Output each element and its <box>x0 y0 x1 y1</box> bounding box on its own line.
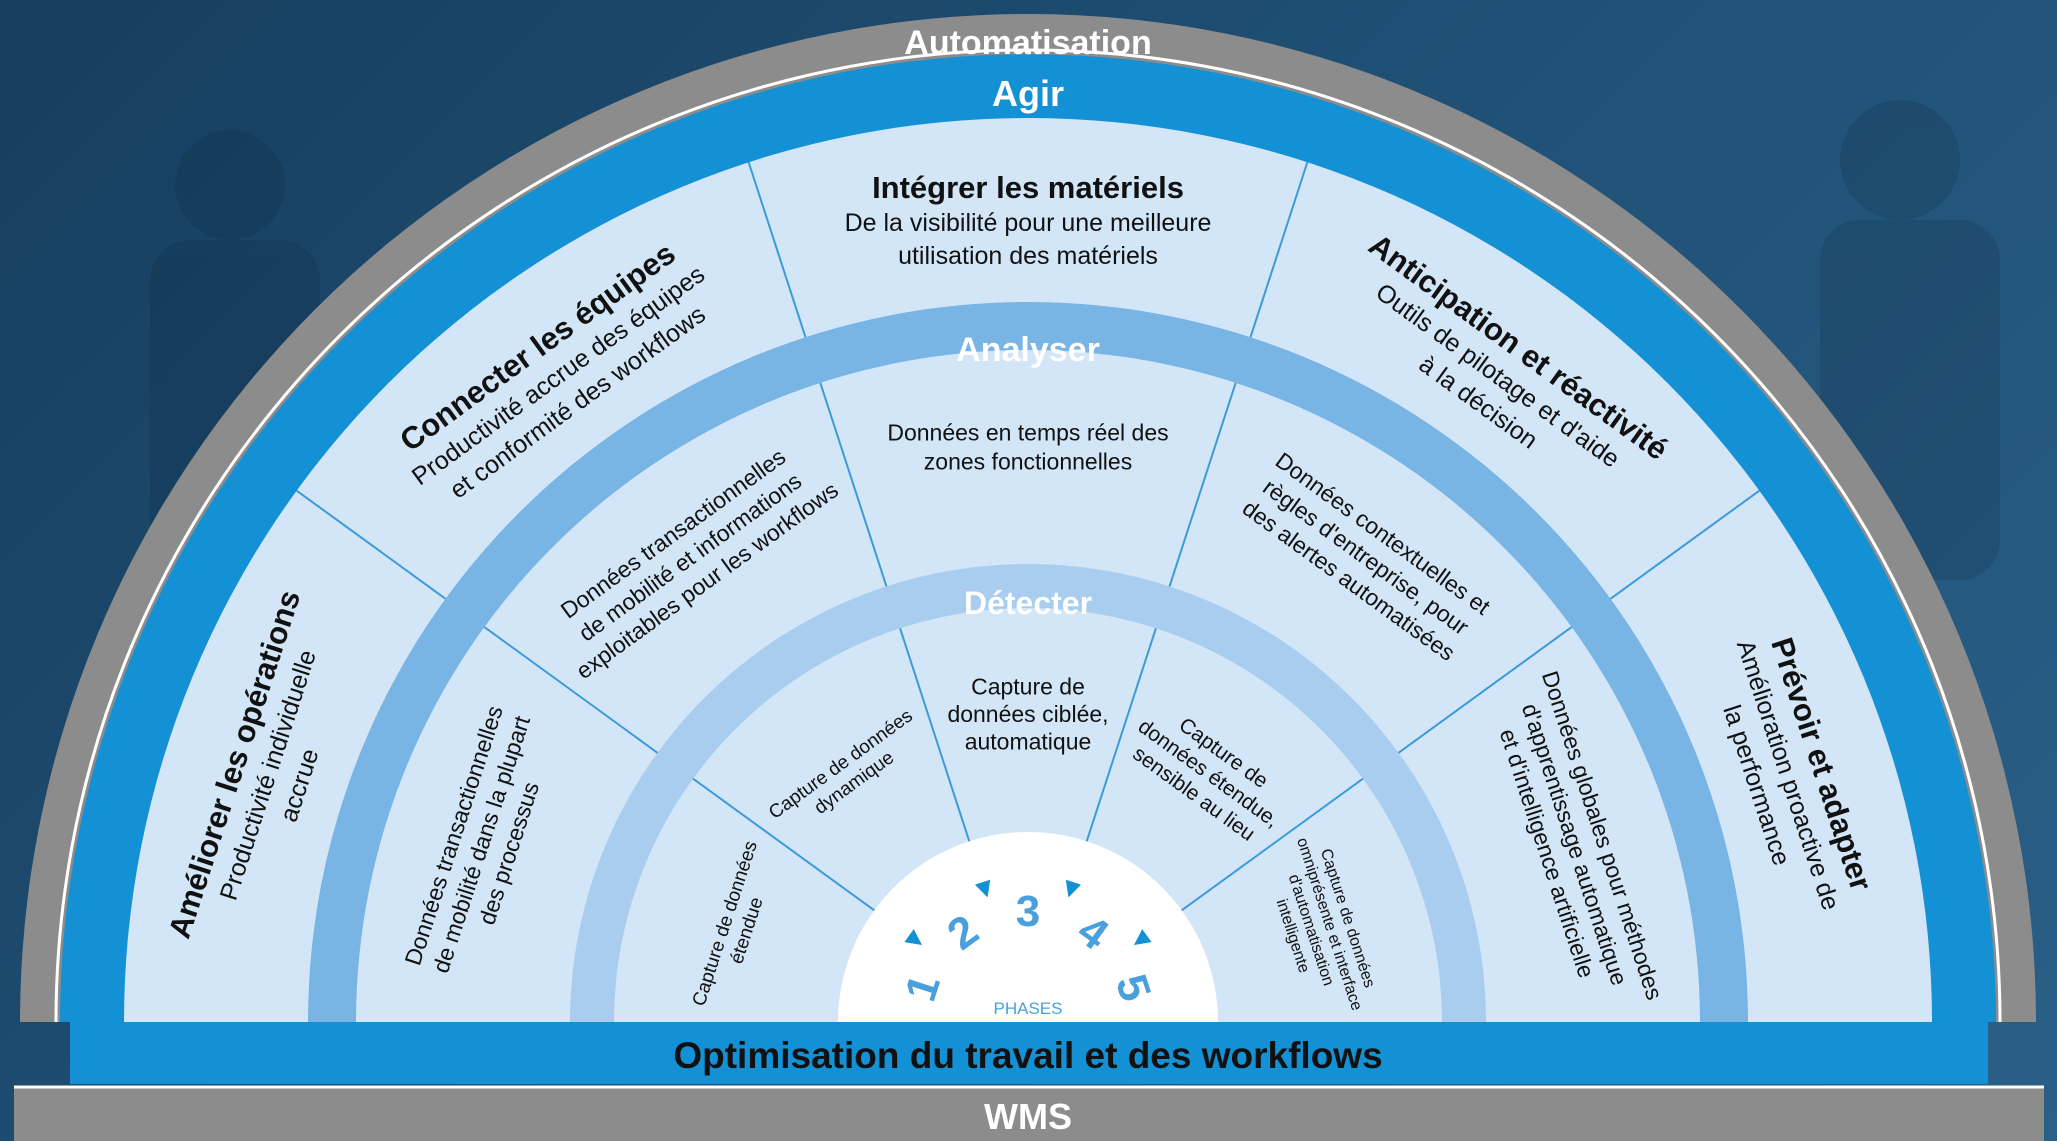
analyser-segment: Données en temps réel des zones fonctionn… <box>887 420 1168 475</box>
panel-detecter <box>614 608 1442 1022</box>
detecter-segment-line: automatique <box>965 729 1092 755</box>
agir-separator <box>296 489 447 600</box>
optimisation-label: Optimisation du travail et des workflows <box>673 1035 1382 1076</box>
ring-label-automatisation: Automatisation <box>904 24 1151 62</box>
phase-arrow-icon <box>1065 879 1082 898</box>
analyser-separator <box>819 382 888 587</box>
agir-separator <box>1609 489 1760 600</box>
analyser-separator <box>1397 626 1573 754</box>
wms-label: WMS <box>984 1096 1072 1137</box>
phases-label: PHASES <box>994 999 1063 1018</box>
analyser-separator <box>1168 382 1237 587</box>
detecter-separator <box>899 627 971 842</box>
detecter-separator <box>692 777 875 912</box>
agir-segment: Intégrer les matériels De la visibilité p… <box>845 170 1212 270</box>
optimisation-bar <box>70 1022 1988 1084</box>
detecter-segment-line: Capture de <box>971 673 1085 699</box>
segment-separators <box>296 161 1760 912</box>
detecter-separator <box>1085 627 1157 842</box>
agir-segment-line: utilisation des matériels <box>898 242 1158 270</box>
agir-separator <box>747 161 807 338</box>
rings <box>20 14 2036 1022</box>
ring-automatisation-edge <box>54 48 2002 1022</box>
detecter-separator <box>1181 777 1364 912</box>
phase-arrow-icon <box>1133 929 1152 946</box>
phase-number: 3 <box>1016 887 1040 936</box>
ring-label-detecter: Détecter <box>964 585 1092 621</box>
ring-label-agir: Agir <box>992 73 1064 114</box>
agir-separator <box>1249 161 1309 338</box>
analyser-separator <box>483 626 659 754</box>
agir-segment-title: Intégrer les matériels <box>872 170 1184 205</box>
agir-segment-line: De la visibilité pour une meilleure <box>845 209 1212 237</box>
wms-bar <box>14 1088 2044 1141</box>
analyser-segment-line: zones fonctionnelles <box>924 449 1132 475</box>
phase-arrow-icon <box>974 879 991 898</box>
phase-arrow-icon <box>904 929 923 946</box>
detecter-segment-line: données ciblée, <box>947 701 1108 727</box>
phase-circle <box>838 832 1218 1022</box>
ring-label-analyser: Analyser <box>956 331 1100 369</box>
analyser-segment-line: Données en temps réel des <box>887 420 1168 446</box>
